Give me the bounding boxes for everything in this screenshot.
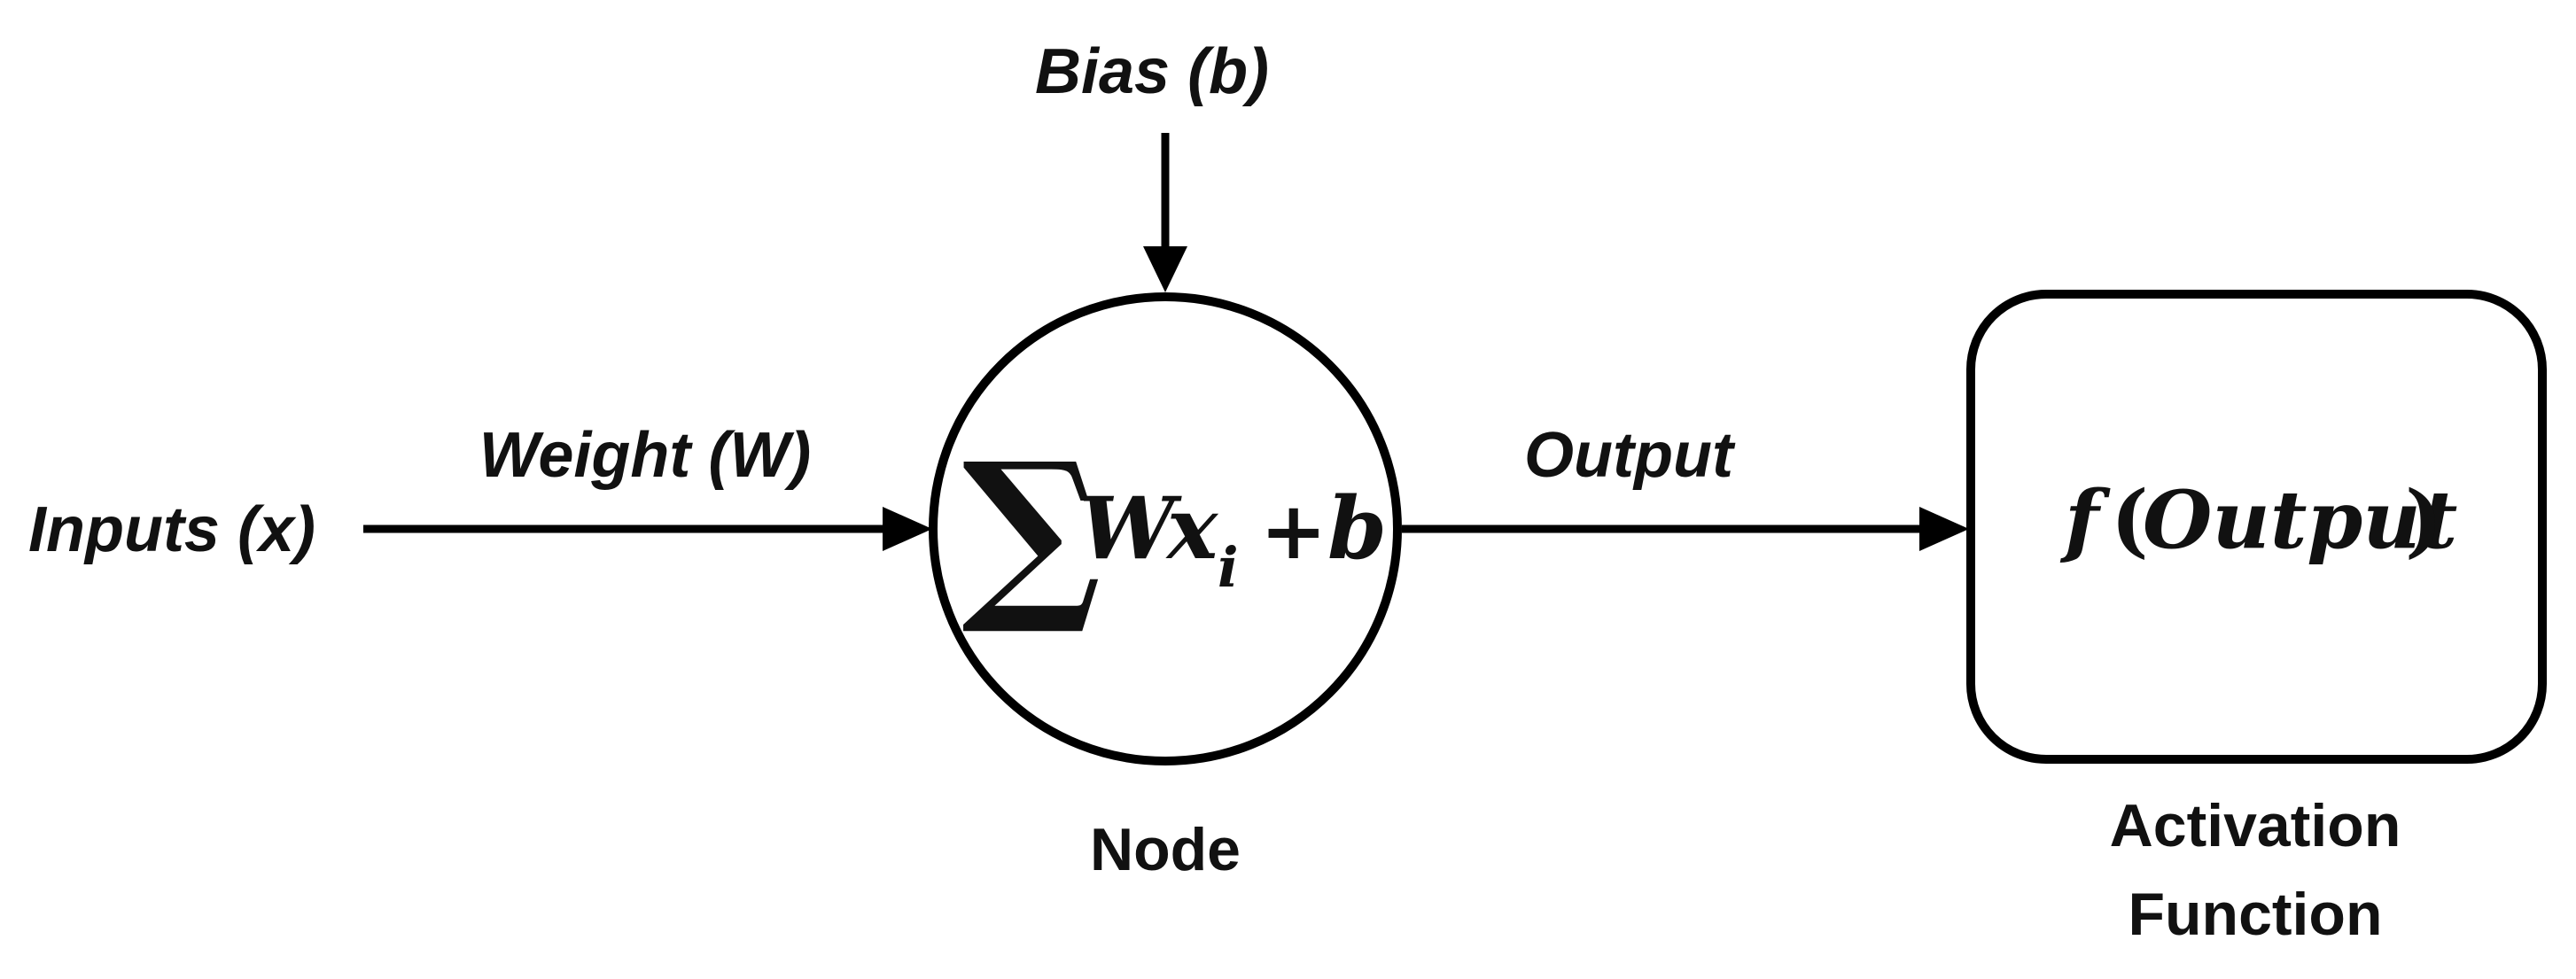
node-circle [929, 292, 1402, 765]
output-arrow [1402, 507, 1969, 551]
weight-label: Weight (W) [479, 420, 812, 491]
close-paren: ) [2405, 473, 2443, 567]
inputs-label: Inputs (x) [28, 494, 315, 565]
output-label: Output [1524, 420, 1736, 491]
bias-symbol: b [1327, 478, 1387, 579]
bias-label: Bias (b) [1035, 36, 1269, 107]
subscript-i: i [1218, 535, 1239, 600]
input-symbol: x [1165, 478, 1219, 579]
bias-arrow [1143, 133, 1187, 292]
open-paren: ( [2111, 473, 2149, 567]
node-formula: ∑ W x i + b [961, 421, 1387, 640]
plus-symbol: + [1260, 484, 1327, 578]
sigma-symbol: ∑ [961, 421, 1101, 640]
activation-caption-line1: Activation [2110, 792, 2401, 859]
input-arrow [363, 507, 932, 551]
function-arg: Output [2143, 473, 2457, 567]
activation-caption-line2: Function [2128, 881, 2382, 948]
activation-box [1966, 290, 2547, 764]
node-caption: Node [1090, 816, 1241, 883]
activation-formula: f ( Output ) [2059, 473, 2457, 567]
weight-symbol: W [1079, 478, 1182, 579]
